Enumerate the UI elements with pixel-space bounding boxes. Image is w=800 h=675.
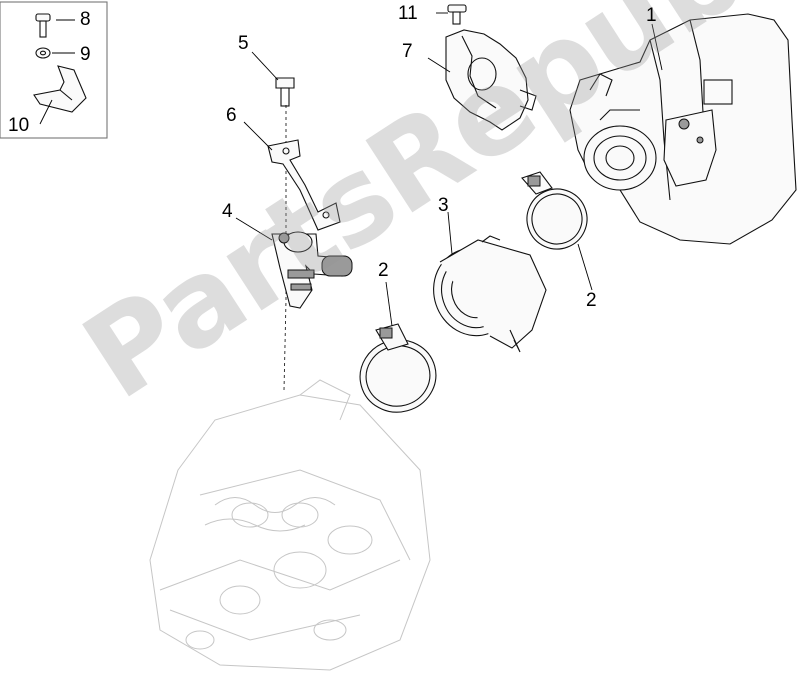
callout-6: 6	[226, 105, 237, 126]
bolt-part-5	[275, 77, 295, 107]
callout-10: 10	[8, 115, 30, 136]
washer-part-9	[35, 47, 51, 59]
assembly-axis-line	[283, 105, 287, 391]
callout-3: 3	[438, 195, 449, 216]
callout-2-lower: 2	[378, 260, 389, 281]
callout-8: 8	[80, 9, 91, 30]
cover-part-7	[445, 29, 537, 131]
throttle-body-part-1	[569, 13, 797, 245]
callout-5: 5	[238, 33, 249, 54]
callout-2-upper: 2	[586, 290, 597, 311]
screw-part-11	[447, 4, 467, 25]
callout-1: 1	[646, 5, 657, 26]
injector-part-4	[271, 231, 353, 309]
callout-11: 11	[398, 3, 418, 24]
callout-4: 4	[222, 201, 233, 222]
callout-9: 9	[80, 44, 91, 65]
engine-ghost-outline	[149, 379, 431, 671]
callout-7: 7	[402, 41, 413, 62]
hose-clamp-part-2-upper	[521, 171, 588, 250]
hose-clamp-part-2-lower	[359, 323, 437, 413]
clamp-part-10	[33, 65, 87, 113]
bracket-part-6	[267, 139, 341, 231]
inset-box-frame	[0, 1, 108, 139]
screw-part-8	[35, 13, 51, 38]
intake-manifold-part-3	[433, 235, 547, 353]
leader-lines	[39, 12, 663, 327]
